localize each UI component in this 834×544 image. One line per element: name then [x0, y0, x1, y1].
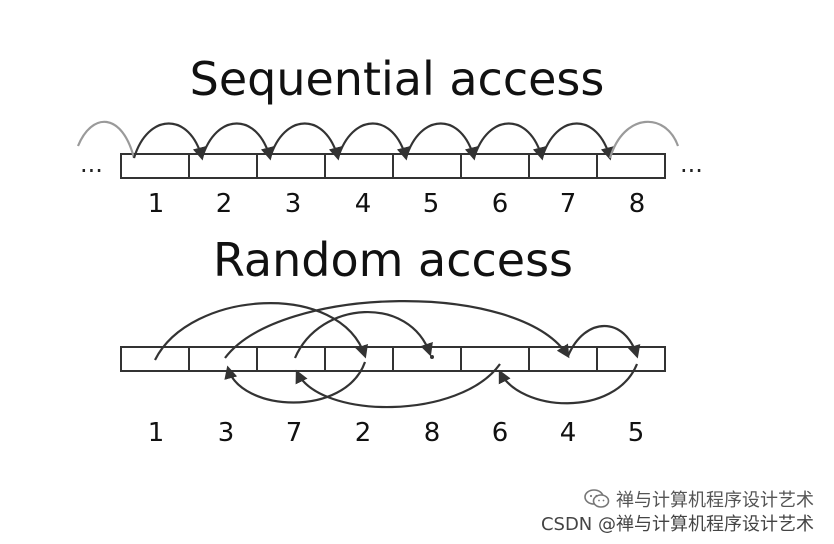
sequential-label: 2	[216, 189, 233, 219]
sequential-arrow	[472, 122, 546, 161]
watermark-account-name: 禅与计算机程序设计艺术	[616, 490, 814, 511]
random-arrow-5-to-6	[498, 363, 639, 405]
sequential-arrow	[132, 122, 206, 161]
sequential-arrow	[540, 122, 614, 161]
random-cell	[256, 346, 326, 372]
watermark-credit: CSDN @禅与计算机程序设计艺术	[541, 510, 814, 536]
sequential-trailing-dots: ...	[680, 150, 703, 178]
random-cell	[392, 346, 462, 372]
random-label: 7	[286, 418, 303, 448]
random-labels: 1 3 7 2 8 6 4 5	[148, 418, 645, 448]
sequential-label: 1	[148, 189, 165, 219]
watermark-account: 禅与计算机程序设计艺术	[584, 486, 814, 512]
random-label: 6	[492, 418, 509, 448]
sequential-cell	[188, 153, 258, 179]
random-access-title: Random access	[213, 233, 573, 287]
random-arrow-4-to-5	[566, 324, 641, 359]
sequential-arrows	[76, 120, 680, 161]
sequential-access-title: Sequential access	[190, 52, 605, 106]
sequential-label: 4	[355, 189, 372, 219]
sequential-label: 6	[492, 189, 509, 219]
sequential-arrow	[200, 122, 274, 161]
random-arrow-6-to-7	[295, 363, 501, 409]
random-arrow-7-to-8	[293, 310, 433, 359]
random-cell	[460, 346, 530, 372]
random-row	[120, 346, 666, 372]
sequential-cell	[120, 153, 190, 179]
sequential-cell	[460, 153, 530, 179]
sequential-label: 3	[285, 189, 302, 219]
random-label: 4	[560, 418, 577, 448]
sequential-cell	[528, 153, 598, 179]
wechat-icon	[584, 489, 610, 509]
random-arrow-3-to-4	[224, 300, 570, 359]
sequential-cell	[256, 153, 326, 179]
random-label: 2	[355, 418, 372, 448]
random-arrows	[154, 300, 641, 409]
sequential-cell	[324, 153, 394, 179]
sequential-arrow	[404, 122, 478, 161]
watermark-credit-text: CSDN @禅与计算机程序设计艺术	[540, 514, 814, 535]
random-label: 3	[218, 418, 235, 448]
sequential-label: 5	[423, 189, 440, 219]
random-cell	[324, 346, 394, 372]
sequential-cell	[392, 153, 462, 179]
sequential-leading-dots: ...	[80, 150, 103, 178]
random-arrow-1-to-2	[154, 302, 368, 361]
sequential-label: 8	[629, 189, 646, 219]
random-label: 1	[148, 418, 165, 448]
sequential-arrow	[268, 122, 342, 161]
sequential-label: 7	[560, 189, 577, 219]
random-label: 5	[628, 418, 645, 448]
random-arrow-2-to-3	[224, 361, 367, 404]
random-cell	[188, 346, 258, 372]
sequential-arrow-incoming	[76, 120, 136, 159]
sequential-arrow	[336, 122, 410, 161]
sequential-arrow-outgoing	[608, 120, 680, 159]
random-arrow-end-dot	[430, 355, 434, 359]
sequential-cell	[596, 153, 666, 179]
sequential-labels: 1 2 3 4 5 6 7 8	[148, 189, 646, 219]
random-label: 8	[424, 418, 441, 448]
random-cell	[596, 346, 666, 372]
